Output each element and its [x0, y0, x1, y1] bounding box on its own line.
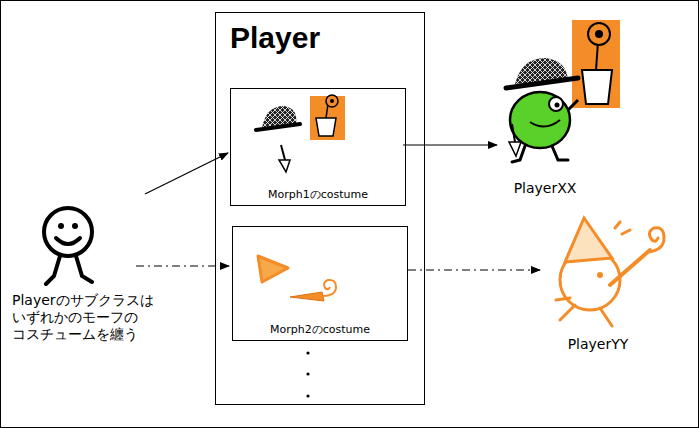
costume-box: Morph1のcostume [230, 88, 406, 206]
costume-trowel [279, 145, 290, 172]
costume-party-horn [290, 280, 336, 301]
costume-box: Morph2のcostume [232, 226, 408, 341]
costume-caption: Morph2のcostume [233, 322, 407, 337]
note-text: Playerのサブクラスは いずれかのモーフの コスチュームを纏う [12, 292, 202, 342]
costume-flower-pot [310, 95, 345, 140]
continuation-dots [306, 351, 309, 397]
player-xx-figure [506, 20, 620, 162]
costume-caption: Morph1のcostume [231, 187, 405, 202]
class-box: PlayerMorph1のcostumeMorph2のcostume [215, 12, 425, 405]
class-title: Player [230, 21, 320, 55]
player-name: PlayerXX [495, 180, 595, 197]
costume-party-hat [258, 256, 288, 282]
arrow [403, 144, 497, 145]
player-name: PlayerYY [548, 336, 648, 353]
player-yy-figure [556, 218, 664, 326]
costume-helmet [256, 106, 300, 130]
stick-figure [44, 208, 92, 284]
dash-dot-arrow [408, 269, 540, 270]
